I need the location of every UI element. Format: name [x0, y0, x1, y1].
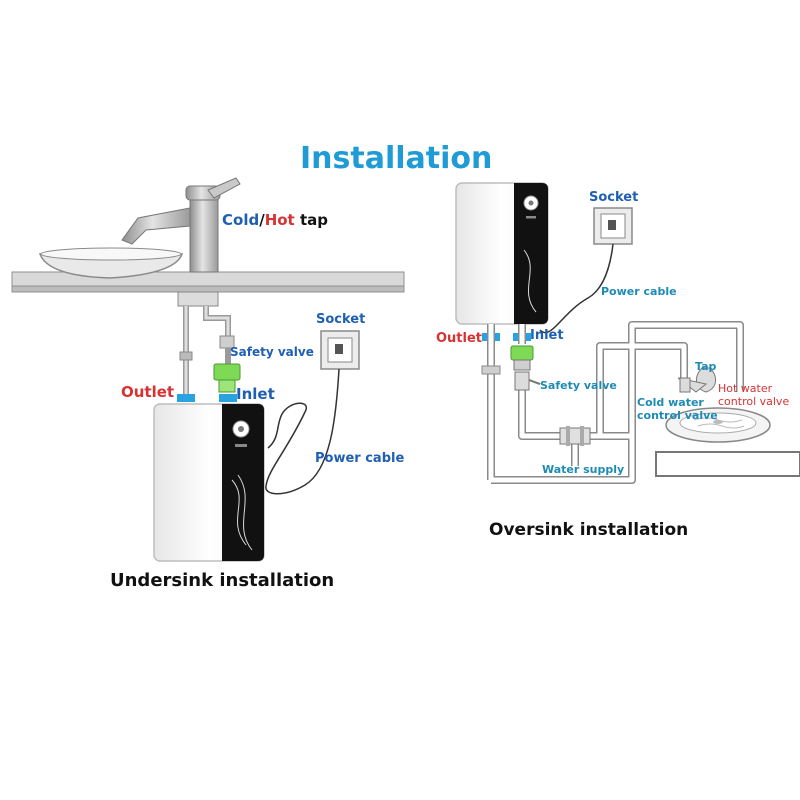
socket-label-undersink: Socket — [316, 312, 366, 327]
tap-slash: / — [259, 211, 265, 229]
socket-label-oversink: Socket — [589, 190, 639, 205]
sink-bowl — [38, 247, 184, 279]
oversink-pipes — [487, 321, 744, 484]
hot-label: Hot — [264, 211, 295, 229]
safety-valve-undersink — [213, 363, 241, 393]
page-title: Installation — [300, 141, 493, 176]
cold-label: Cold — [222, 211, 260, 229]
outlet-label-undersink: Outlet — [121, 383, 175, 401]
inlet-label-undersink: Inlet — [236, 385, 275, 403]
under-counter-fittings — [177, 291, 235, 396]
undersink-caption: Undersink installation — [110, 570, 335, 591]
tap-oversink — [677, 367, 716, 393]
water-heater-oversink — [455, 182, 549, 325]
safety-valve-label-oversink: Safety valve — [540, 379, 617, 392]
countertop — [11, 271, 405, 293]
hot-water-valve-line2: control valve — [718, 395, 790, 408]
tap-word: tap — [299, 211, 328, 229]
water-heater-undersink — [153, 403, 265, 562]
inlet-connector-undersink — [219, 394, 237, 402]
wash-basin — [665, 407, 771, 443]
outlet-connector-undersink — [177, 394, 195, 402]
cold-water-valve-label: Cold water control valve — [637, 396, 718, 422]
power-cable-oversink — [539, 243, 614, 334]
inlet-label-oversink: Inlet — [530, 328, 564, 343]
cold-water-valve-line2: control valve — [637, 409, 718, 422]
safety-valve-oversink — [510, 345, 541, 391]
safety-valve-label-undersink: Safety valve — [230, 345, 314, 359]
socket-undersink — [320, 330, 360, 370]
undersink-diagram — [11, 177, 405, 562]
cold-water-valve-line1: Cold water — [637, 396, 704, 409]
water-supply-label: Water supply — [542, 463, 625, 476]
faucet — [121, 177, 241, 273]
oversink-counter — [655, 451, 800, 477]
power-cable-label-oversink: Power cable — [601, 285, 677, 298]
hot-water-valve-line1: Hot water — [718, 382, 773, 395]
oversink-diagram — [455, 182, 800, 484]
socket-oversink — [593, 207, 633, 245]
cold-hot-tap-label: Cold/Hot tap — [222, 211, 328, 229]
power-cable-undersink — [265, 368, 340, 495]
outlet-label-oversink: Outlet — [436, 331, 483, 346]
oversink-caption: Oversink installation — [489, 520, 689, 540]
hot-water-valve-label: Hot water control valve — [718, 382, 789, 408]
supply-tee — [559, 426, 591, 446]
tap-label-oversink: Tap — [695, 360, 717, 373]
power-cable-label-undersink: Power cable — [315, 451, 405, 466]
